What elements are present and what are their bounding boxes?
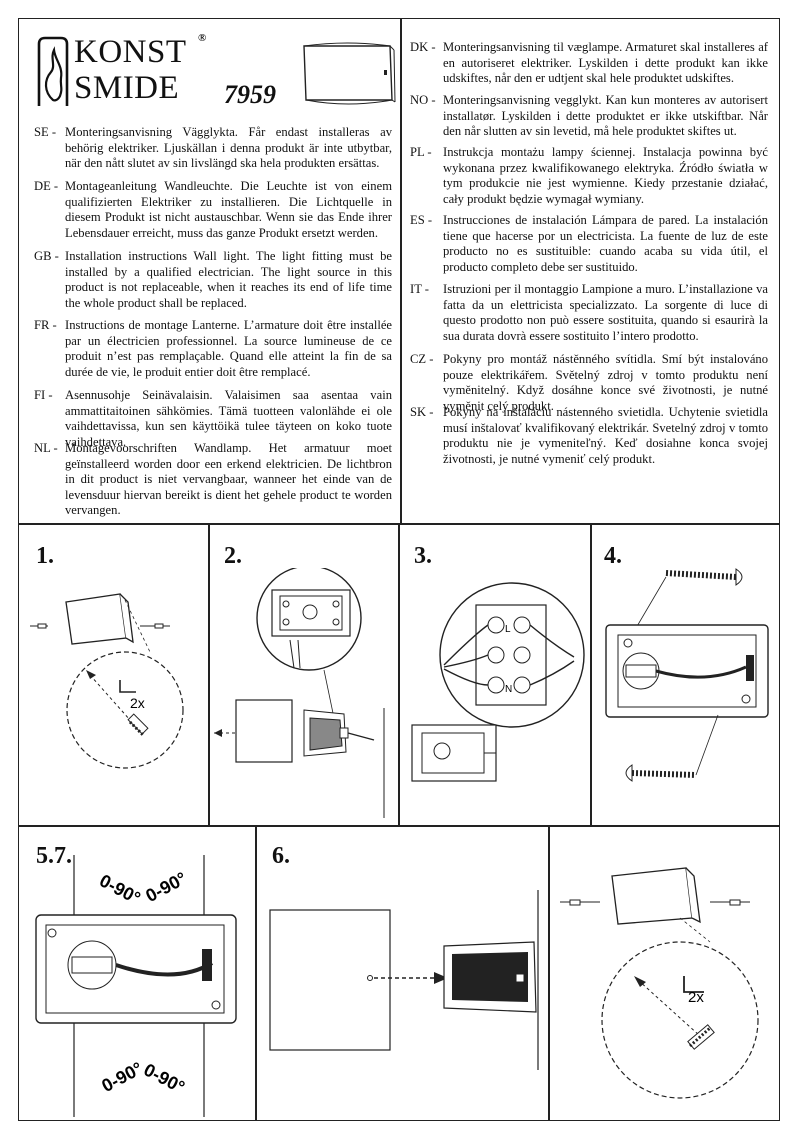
hex-key-count: 2x: [688, 989, 704, 1006]
step-4-illustration: [605, 568, 769, 782]
angle-label-bottom-right: 0-90°: [140, 1059, 188, 1097]
step-2-illustration: [214, 568, 385, 818]
angle-label-bottom-left: 0-90°: [98, 1058, 146, 1096]
divider-panel-3-4: [590, 523, 592, 825]
divider-panel-1-2: [208, 523, 210, 825]
divider-text-columns: [400, 18, 402, 523]
step-5-7-label: 5.7.: [36, 843, 72, 869]
brand-line-1: KONST: [74, 34, 187, 70]
wall-lamp-illustration: [303, 42, 396, 105]
step-1-label: 1.: [36, 543, 54, 569]
step-4-label: 4.: [604, 543, 622, 569]
step-6-illustration: [269, 890, 539, 1070]
step-7-illustration: 2x: [560, 867, 759, 1099]
divider-panel-2-3: [398, 523, 400, 825]
step-5-7-illustration: 0-90° 0-90° 0-90° 0-90°: [35, 855, 237, 1117]
divider-panel-6-7: [548, 825, 550, 1121]
brand-line-2: SMIDE: [74, 70, 180, 106]
registered-mark: ®: [198, 32, 207, 44]
hex-key-count: 2x: [130, 695, 145, 711]
step-2-label: 2.: [224, 543, 242, 569]
divider-panel-5-6: [255, 825, 257, 1121]
page-border: [18, 18, 780, 1121]
divider-panel-rows: [18, 825, 780, 827]
flame-icon: [37, 36, 69, 106]
terminal-l-label: L: [505, 624, 511, 635]
step-1-illustration: 2x: [30, 593, 184, 769]
brand-logo: KONST SMIDE ®: [36, 32, 216, 108]
step-3-illustration: L N: [411, 582, 585, 782]
terminal-n-label: N: [505, 684, 512, 695]
step-3-label: 3.: [414, 543, 432, 569]
angle-label-top-right: 0-90°: [142, 868, 190, 906]
model-number: 7959: [224, 80, 276, 109]
angle-label-top-left: 0-90°: [96, 870, 144, 908]
step-6-label: 6.: [272, 843, 290, 869]
